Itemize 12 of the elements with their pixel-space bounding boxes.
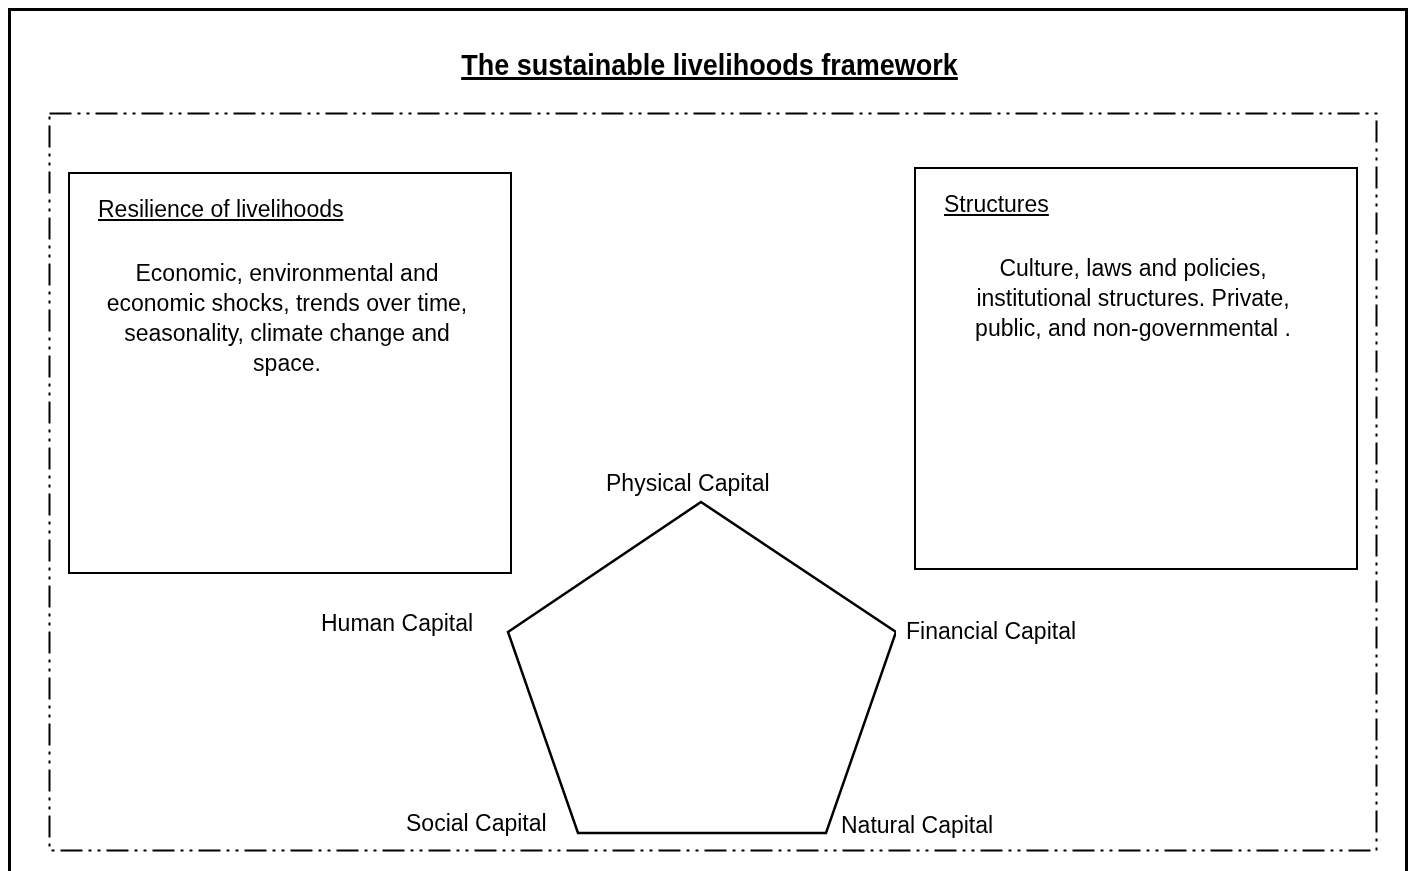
vertex-label: Financial Capital [906, 618, 1077, 645]
text-box [914, 167, 1358, 570]
box-text: Culture, laws and policies, institutional structures. Private, public, and non-governmental . [974, 254, 1292, 343]
box-heading: Structures [944, 191, 1049, 218]
box-text: Economic, environmental and economic shocks, trends over time, seasonality, climate change and space. [105, 259, 469, 378]
diagram-title: The sustainable livelihoods framework [460, 48, 959, 82]
vertex-label: Natural Capital [841, 812, 994, 839]
vertex-label: Social Capital [406, 810, 547, 837]
box-heading: Resilience of livelihoods [98, 196, 344, 223]
vertex-label: Physical Capital [606, 470, 770, 497]
vertex-label: Human Capital [321, 610, 474, 637]
text-box [68, 172, 512, 574]
